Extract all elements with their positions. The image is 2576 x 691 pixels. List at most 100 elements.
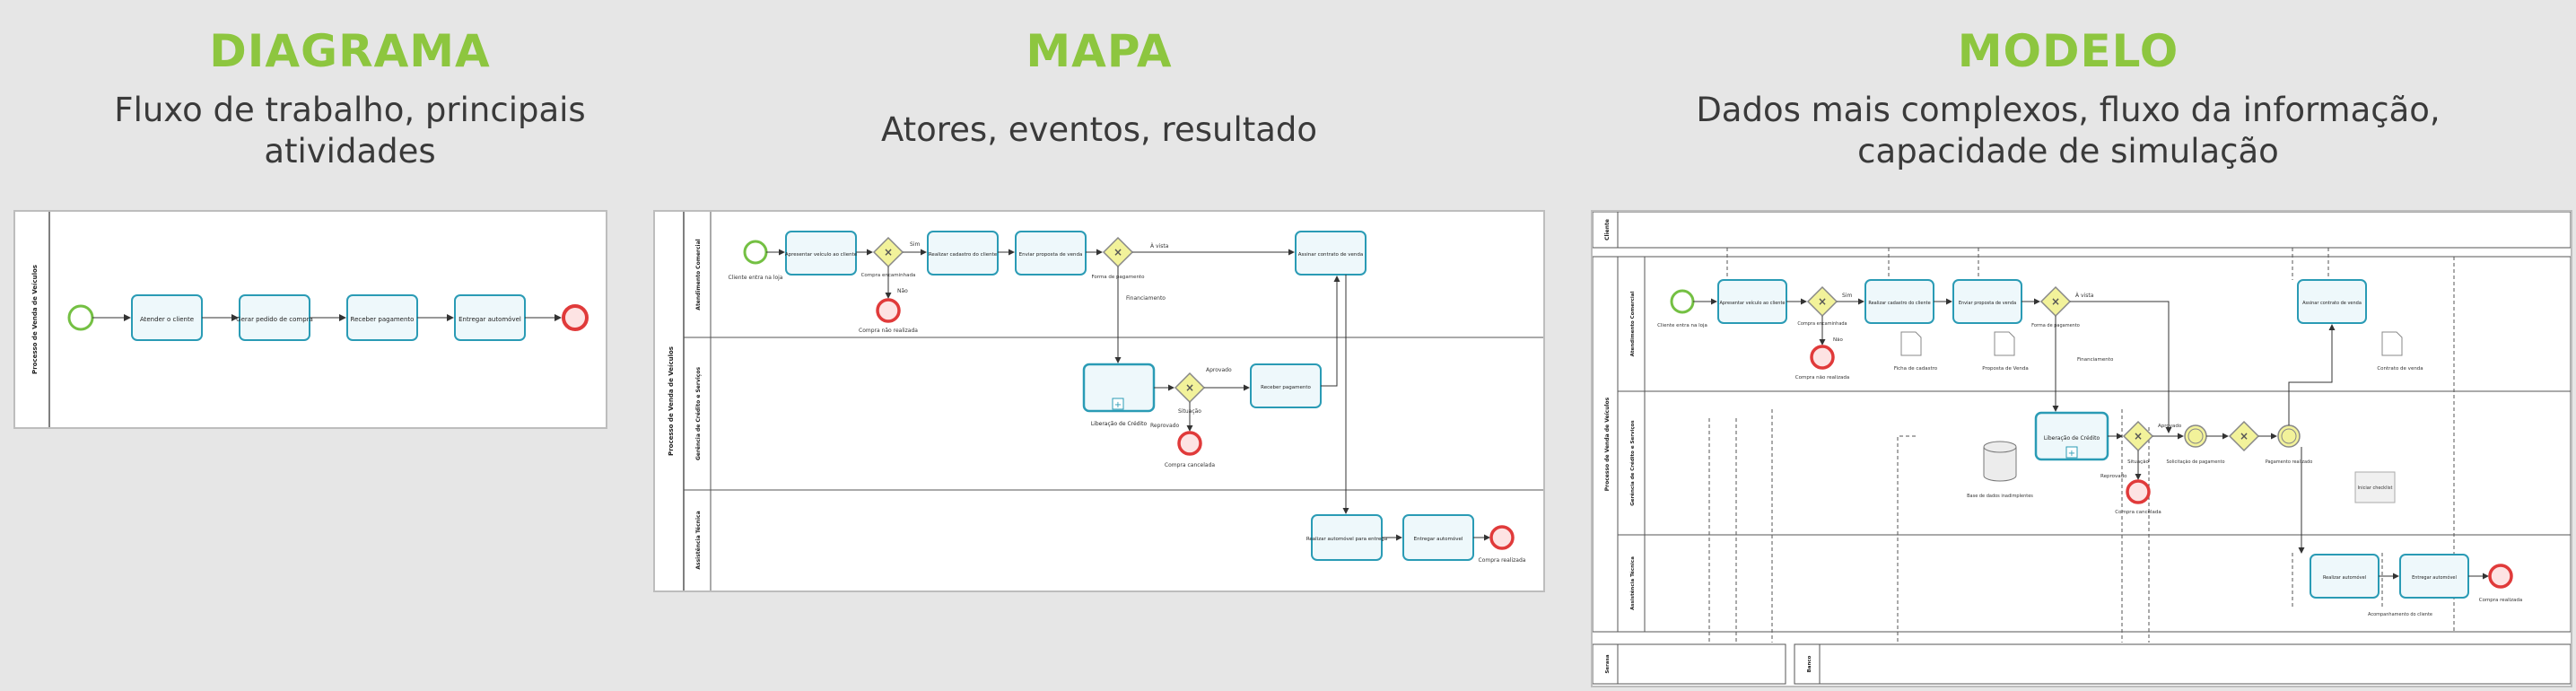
flow-label: À vista (1150, 243, 1169, 249)
end-event (2126, 479, 2151, 504)
task-label: Realizar automóvel para entrega (1306, 536, 1387, 542)
start-event (1670, 289, 1695, 314)
task-label: Enviar proposta de venda (1019, 252, 1083, 258)
end-event (1489, 525, 1515, 550)
lane-label: Gerência de Crédito e Serviços (695, 367, 702, 461)
modelo-title: MODELO (1957, 25, 2179, 77)
event-label: Compra não realizada (859, 328, 918, 334)
start-event (743, 240, 768, 265)
modelo-subtitle: Dados mais complexos, fluxo da informaçã… (1696, 91, 2441, 171)
task-label: Entregar automóvel (2412, 574, 2457, 581)
task-label: Enviar proposta de venda (1959, 301, 2016, 306)
pool-label: Banco (1807, 655, 1812, 672)
mapa-subtitle: Atores, eventos, resultado (880, 110, 1318, 149)
event-label: Compra realizada (2479, 598, 2523, 603)
svg-text:×: × (2051, 295, 2060, 308)
svg-text:×: × (1113, 246, 1122, 258)
artifact-label: Ficha de cadastro (1894, 366, 1938, 372)
flow-label: Não (1833, 337, 1843, 343)
event-label: Compra realizada (1479, 557, 1526, 564)
lane-label: Atendimento Comercial (695, 239, 702, 310)
task-box (1015, 231, 1087, 276)
mapa-pool-label: Processo de Venda de Veículos (668, 346, 675, 456)
end-event (562, 304, 589, 331)
flow-label: À vista (2075, 293, 2094, 299)
flow-label: Reprovado (2100, 474, 2127, 479)
artifact-label: Base de dados inadimplentes (1967, 494, 2033, 499)
task-label: Realizar cadastro do cliente (1868, 301, 1930, 306)
flow-label: Sim (1842, 293, 1852, 299)
diagrama-title: DIAGRAMA (209, 25, 491, 77)
flow-label: Solicitação de pagamento (2166, 459, 2224, 465)
pool-label: Cliente (1604, 219, 1611, 241)
task-label: Assinar contrato de venda (1298, 252, 1363, 258)
flow-label: Reprovado (1150, 423, 1179, 429)
task-label: Apresentar veículo ao cliente (785, 251, 858, 258)
data-object (1994, 331, 2015, 356)
mapa-panel: Processo de Venda de Veículos Atendiment… (653, 210, 1545, 592)
event-label: Pagamento realizado (2266, 459, 2313, 465)
flow-label: Sim (910, 241, 920, 248)
flow-label: Aprovado (1206, 367, 1232, 373)
task-box (927, 231, 999, 276)
svg-text:×: × (2134, 430, 2143, 442)
task-label: Entregar automóvel (458, 316, 521, 323)
lane-label: Gerência de Crédito e Serviços (1629, 420, 1636, 506)
task-label: Receber pagamento (351, 316, 415, 323)
task-box (1295, 231, 1367, 276)
end-event (1810, 345, 1835, 370)
mapa-bpmn: Processo de Venda de Veículos Atendiment… (668, 212, 1543, 590)
task-box (785, 231, 857, 276)
diagrama-pool-label: Processo de Venda de Veículos (31, 265, 39, 374)
task-label: Realizar automóvel (2323, 574, 2366, 581)
svg-text:×: × (2240, 430, 2249, 442)
start-event (67, 304, 94, 331)
flow-label: Não (897, 288, 908, 294)
diagrama-subtitle: Fluxo de trabalho, principais atividades (114, 91, 586, 171)
task-label: Apresentar veículo ao cliente (1719, 300, 1785, 306)
artifact-label: Contrato de venda (2377, 366, 2423, 372)
flow-label: Aprovado (2158, 424, 2182, 429)
diagrama-bpmn: Processo de Venda de Veículos Atender o … (31, 212, 589, 427)
task-label: Assinar contrato de venda (2302, 301, 2362, 306)
gateway (2228, 420, 2260, 452)
svg-text:×: × (1818, 295, 1827, 308)
event-label: Cliente entra na loja (1657, 323, 1707, 328)
event-label: Compra não realizada (1795, 375, 1849, 380)
flow-label: Acompanhamento do cliente (2368, 612, 2432, 617)
database-icon (1983, 447, 2017, 482)
task-label: Gerar pedido de compra (236, 316, 313, 323)
lane-label: Atendimento Comercial (1630, 292, 1636, 357)
svg-text:+: + (1114, 400, 1122, 410)
end-event (2488, 564, 2513, 589)
mapa-title: MAPA (1026, 25, 1173, 77)
task-label: Receber pagamento (1261, 385, 1311, 390)
svg-text:+: + (2068, 449, 2075, 459)
end-event (1177, 431, 1202, 456)
pool-label: Processo de Venda de Veículos (1604, 397, 1611, 491)
modelo-bpmn: Cliente Processo de Venda de Veículos At… (1592, 211, 2572, 685)
modelo-panel: Cliente Processo de Venda de Veículos At… (1591, 210, 2572, 687)
event-label: Compra cancelada (2115, 510, 2161, 515)
lane-label: Assistência Técnica (1629, 556, 1636, 610)
flow-label: Financiamento (1126, 295, 1166, 302)
task-label: Liberação de Crédito (1091, 421, 1148, 427)
end-event (876, 298, 901, 323)
svg-text:×: × (884, 246, 893, 258)
task-box (2297, 279, 2367, 324)
data-object (1900, 331, 1922, 356)
pool-label: Serasa (1605, 654, 1611, 673)
task-label: Liberação de Crédito (2044, 435, 2100, 442)
task-label: Atender o cliente (140, 316, 194, 323)
artifact-label: Proposta de Venda (1982, 366, 2028, 372)
diagrama-panel: Processo de Venda de Veículos Atender o … (13, 210, 607, 429)
task-label: Realizar cadastro do cliente (929, 252, 998, 258)
event-label: Cliente entra na loja (729, 275, 783, 281)
task-label: Entregar automóvel (1414, 536, 1463, 542)
lane-label: Assistência Técnica (695, 511, 702, 569)
flow-label: Financiamento (2077, 357, 2114, 363)
artifact-label: Iniciar checklist (2358, 485, 2393, 491)
data-object (2381, 331, 2403, 356)
svg-text:×: × (1185, 381, 1194, 394)
event-label: Compra cancelada (1165, 462, 1215, 468)
